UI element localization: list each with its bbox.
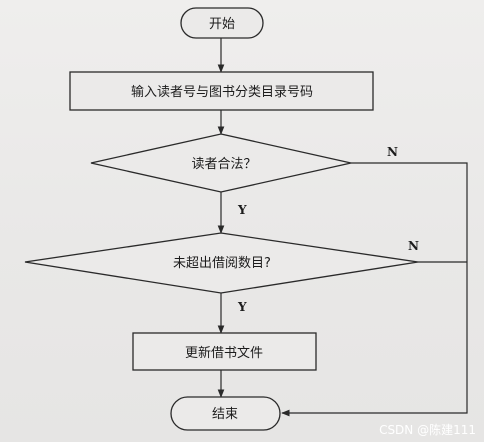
no-label-reader-check: N: [387, 145, 398, 159]
end-terminal: [170, 396, 281, 431]
input-process-box: [69, 71, 374, 111]
decision-reader-valid-label: 读者合法？: [191, 157, 256, 172]
yes-label-limit-check: Y: [237, 300, 247, 314]
update-process-box: [132, 332, 317, 371]
arrow-no-to-end: [281, 262, 468, 417]
input-process-label: 输入读者号与图书分类目录号码: [131, 84, 313, 100]
update-process-label: 更新借书文件: [185, 345, 263, 361]
yes-label-reader-check: Y: [237, 203, 247, 217]
branch-reader-check-no: [351, 162, 468, 262]
start-terminal: [180, 7, 264, 39]
no-label-limit-check: N: [408, 239, 419, 253]
csdn-watermark: CSDN @陈建111: [379, 422, 476, 437]
end-label: 结束: [212, 407, 238, 422]
decision-reader-valid: [90, 133, 352, 193]
start-label: 开始: [209, 17, 235, 32]
decision-borrow-limit: [24, 232, 419, 294]
decision-borrow-limit-label: 未超出借阅数目?: [173, 256, 271, 271]
